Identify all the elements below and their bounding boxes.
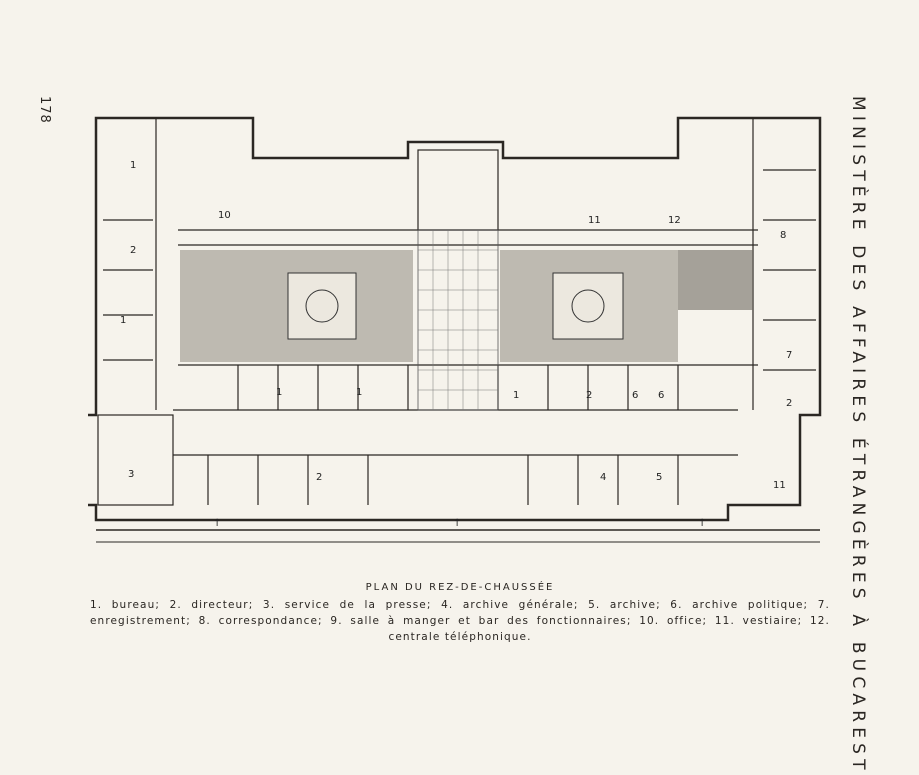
room-label: 7 xyxy=(786,350,792,361)
side-title: MINISTÈRE DES AFFAIRES ÉTRANGÈRES À BUCA… xyxy=(848,96,868,775)
room-label: 11 xyxy=(588,215,601,226)
svg-text:↑: ↑ xyxy=(213,518,221,529)
room-label: 2 xyxy=(586,390,592,401)
room-label: 2 xyxy=(130,245,136,256)
floor-plan: ↑ ↑ ↑ 1 2 1 10 1 1 3 2 11 12 8 7 2 1 2 6 6… xyxy=(88,116,822,543)
room-label: 1 xyxy=(356,387,362,398)
room-label: 11 xyxy=(773,480,786,491)
room-label: 3 xyxy=(128,469,134,480)
svg-text:↑: ↑ xyxy=(698,518,706,529)
room-label: 5 xyxy=(656,472,662,483)
room-label: 1 xyxy=(513,390,519,401)
room-label: 1 xyxy=(276,387,282,398)
room-label: 10 xyxy=(218,210,231,221)
svg-text:↑: ↑ xyxy=(453,518,461,529)
room-label: 12 xyxy=(668,215,681,226)
room-label: 2 xyxy=(786,398,792,409)
room-label: 2 xyxy=(316,472,322,483)
room-label: 1 xyxy=(130,160,136,171)
room-label: 6 xyxy=(658,390,664,401)
room-label: 1 xyxy=(120,315,126,326)
plan-title: PLAN DU REZ-DE-CHAUSSÉE xyxy=(365,582,555,593)
plan-legend: 1. bureau; 2. directeur; 3. service de l… xyxy=(90,599,830,643)
room-label: 4 xyxy=(600,472,606,483)
room-label: 6 xyxy=(632,390,638,401)
page-number: 178 xyxy=(37,96,52,124)
room-label: 8 xyxy=(780,230,786,241)
